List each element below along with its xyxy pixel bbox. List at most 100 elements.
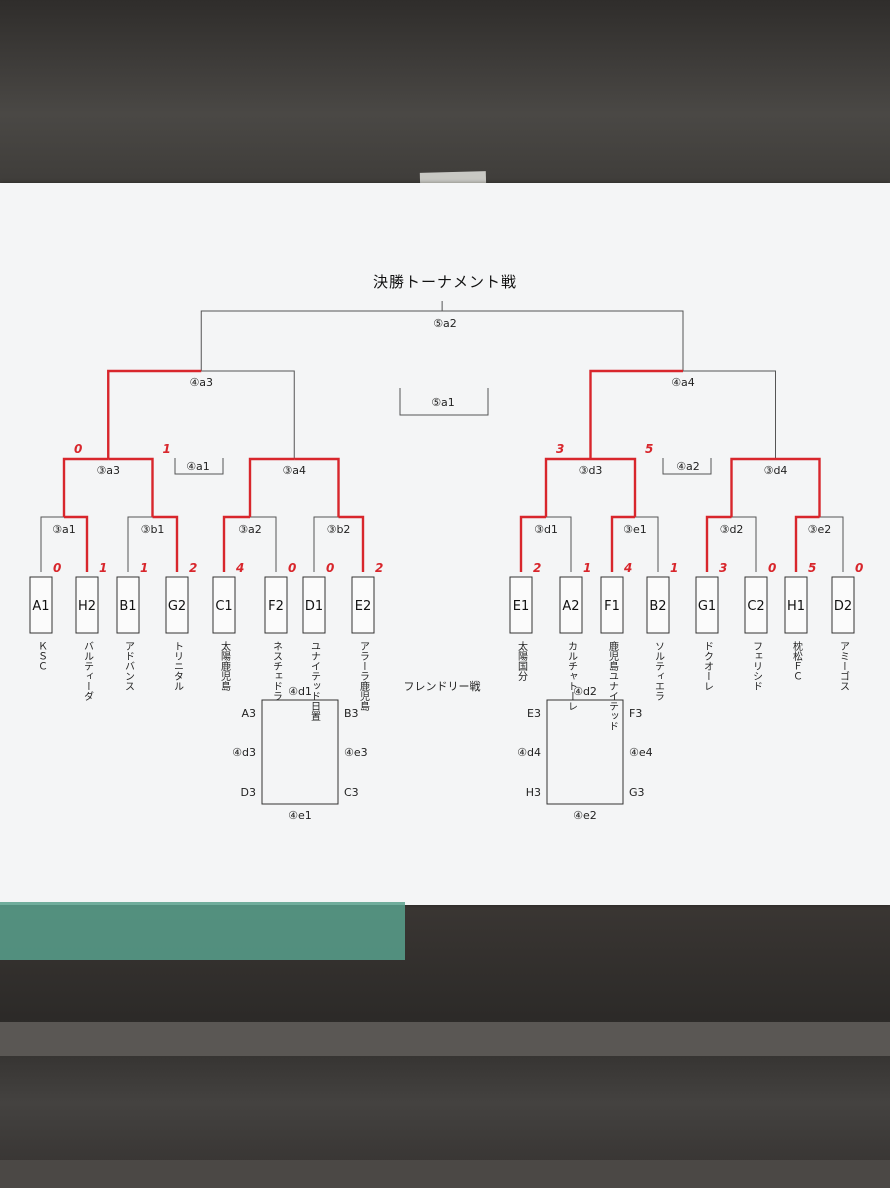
team-name: ドクオーレ [702,641,713,691]
team-code: B2 [649,599,666,614]
team-score: 0 [326,561,334,575]
r1-line-left [40,516,64,572]
round1-label: ③b1 [141,523,165,536]
round1-label: ③e2 [808,523,832,536]
friendly-right-label: C3 [344,786,359,799]
round1-label: ③d1 [534,523,558,536]
quarter-label: ③d3 [579,464,603,477]
r1-line-left [222,515,250,572]
team-code: C1 [215,599,232,614]
quarter-line-left [730,457,776,517]
team-score: 1 [670,561,678,575]
team-box [831,576,855,634]
round1-label: ③a2 [238,523,262,536]
friendly-right-label: ④e4 [629,746,653,759]
team-box [600,576,624,634]
team-score: 5 [808,561,816,575]
team-score: 3 [719,561,727,575]
team-box [784,576,808,634]
friendly-bottom-label: ④e1 [288,809,312,822]
quarter-score-right: 1 [163,442,171,456]
team-code: H1 [787,599,805,614]
team-code: D1 [305,599,323,614]
team-score: 4 [235,561,244,575]
team-code: E1 [513,599,530,614]
team-name: ネスチェドラ [271,641,283,701]
round1-label: ③d2 [720,523,744,536]
team-score: 2 [189,561,197,575]
round1-label: ③a1 [52,523,76,536]
team-name: ソルティエラ [653,641,665,701]
team-score: 1 [99,561,107,575]
team-name: ＫＳＣ [36,641,47,671]
tape-green [0,902,405,960]
placement-left-label: ④a1 [186,460,210,473]
team-code: H2 [78,599,96,614]
team-code: E2 [355,599,372,614]
team-name: トリニタル [172,641,184,691]
quarter-line-right [775,457,821,517]
team-name: フェリシド [751,641,762,691]
r1-line-right [152,515,179,572]
round1-label: ③b2 [327,523,351,536]
r1-line-right [635,516,659,572]
placement-left-box [174,458,224,475]
team-name: アドバンス [123,641,135,691]
team-name: バルティーダ [82,641,94,701]
team-box [744,576,768,634]
team-score: 0 [768,561,776,575]
placement-right-box [662,458,712,475]
team-score: 1 [140,561,148,575]
team-boxes [29,576,855,805]
r1-line-left [705,515,732,572]
team-box [302,576,326,634]
team-score: 0 [288,561,296,575]
team-box [165,576,189,634]
team-box [29,576,53,634]
team-box [509,576,533,634]
quarter-line-right [294,457,340,517]
team-score: 0 [53,561,61,575]
team-code: B1 [119,599,136,614]
team-code: C2 [747,599,764,614]
friendly-right-label: ④e3 [344,746,368,759]
team-name: ユナイテッド日置 [309,641,321,721]
quarter-score-right: 5 [645,442,653,456]
round1-label: ③e1 [623,523,647,536]
quarter-label: ③d4 [764,464,788,477]
team-box [264,576,288,634]
team-box [646,576,670,634]
r1-line-right [546,516,572,572]
team-score: 4 [623,561,632,575]
semi-line-left [589,369,683,459]
placement-right-label: ④a2 [676,460,700,473]
wall-ledge-lower [0,1160,890,1188]
quarter-line-left [248,457,295,517]
r1-line-right [819,516,844,572]
r1-line-left [610,515,635,572]
r1-line-left [794,515,820,572]
quarter-label: ③a4 [282,464,306,477]
team-box [351,576,375,634]
r1-line-right [338,515,365,572]
quarter-line-left [544,457,591,517]
friendly-left-label: E3 [527,707,541,720]
friendly-left-label: A3 [241,707,256,720]
friendly-title: フレンドリー戦 [404,680,481,693]
quarter-line-right [108,457,154,517]
team-box [75,576,99,634]
team-name: 太陽国分 [516,640,528,682]
friendly-top-label: ④d2 [573,685,597,698]
team-name: 鹿児島ユナイテッド [607,640,619,731]
team-code: D2 [834,599,852,614]
r1-line-right [731,516,757,572]
friendly-right-label: G3 [629,786,645,799]
friendly-left-label: ④d3 [232,746,256,759]
winner-lines [62,369,821,572]
friendly-box [261,699,339,805]
team-code: A2 [562,599,579,614]
r1-line-left [313,516,339,572]
team-box [695,576,719,634]
friendly-right-label: F3 [629,707,642,720]
semi-label: ④a3 [189,376,213,389]
